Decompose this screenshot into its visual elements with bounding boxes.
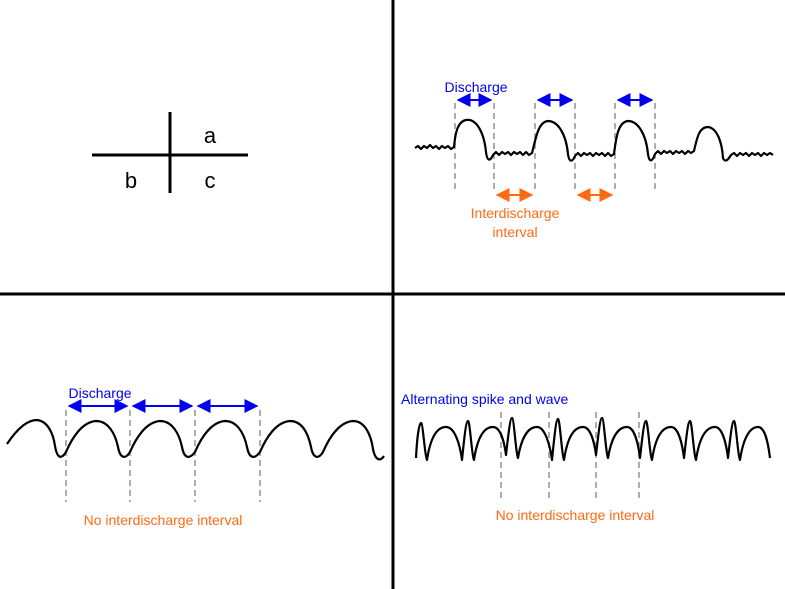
panel-c-eeg-trace bbox=[414, 416, 772, 462]
panel-a-discharge-label: Discharge bbox=[444, 79, 507, 95]
key-label-b: b bbox=[125, 168, 137, 193]
panel-a-interval-label-line2: interval bbox=[492, 224, 537, 240]
panel-a-interval-label-line1: Interdischarge bbox=[471, 205, 560, 221]
key-label-a: a bbox=[204, 123, 217, 148]
panel-c-title: Alternating spike and wave bbox=[401, 391, 569, 407]
key-label-c: c bbox=[205, 168, 216, 193]
panel-b-discharge-label: Discharge bbox=[68, 385, 131, 401]
panel-b-eeg-trace bbox=[6, 418, 385, 461]
panel-a-eeg-trace bbox=[414, 118, 774, 162]
panel-c: Alternating spike and wave No interdisch… bbox=[401, 391, 772, 523]
panel-c-no-interval-label: No interdischarge interval bbox=[496, 507, 655, 523]
panel-c-dashed-markers bbox=[500, 412, 640, 502]
panel-key: a b c bbox=[92, 112, 248, 193]
panel-b: Discharge No interdischarge interval bbox=[6, 385, 385, 528]
panel-b-dashed-markers bbox=[65, 410, 261, 502]
panel-a: Discharge Interdischarge interval bbox=[414, 79, 774, 240]
panel-b-no-interval-label: No interdischarge interval bbox=[84, 512, 243, 528]
